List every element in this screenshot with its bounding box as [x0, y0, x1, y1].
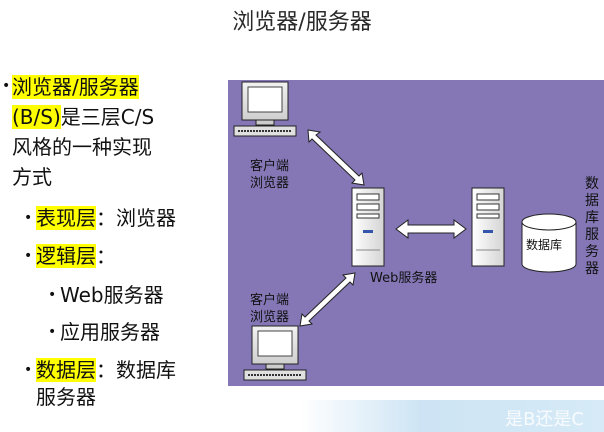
main-bullet-text-2: 风格的一种实现 — [12, 135, 152, 159]
item-data-layer-line-2: 服务器 — [36, 384, 96, 410]
client-top-label: 客户端 浏览器 — [250, 158, 289, 192]
bullet-dot: • — [48, 287, 57, 303]
highlight-browser-server: 浏览器/服务器 — [12, 75, 139, 99]
diagram-graphics — [233, 81, 577, 381]
footer-decoration — [300, 400, 604, 432]
web-server-tower-icon — [351, 187, 385, 267]
page-title: 浏览器/服务器 — [232, 10, 372, 35]
client-computer-bottom-icon — [243, 325, 307, 381]
client-bottom-label: 客户端 浏览器 — [250, 292, 289, 326]
bullet-dot: • — [24, 362, 33, 378]
item-text: 服务器 — [36, 385, 96, 409]
highlight-bs: (B/S) — [12, 105, 61, 129]
highlight-presentation: 表现层 — [36, 206, 96, 230]
sub-item-web-server: Web服务器 — [60, 282, 164, 308]
item-presentation-layer: 表现层：浏览器 — [36, 205, 176, 231]
item-logic-layer: 逻辑层： — [36, 243, 116, 269]
label-line: 客户端 — [250, 293, 290, 308]
bullet-dot: • — [2, 78, 11, 94]
main-bullet-text-3: 方式 — [12, 165, 52, 189]
item-data-layer: 数据层：数据库 — [36, 357, 176, 383]
main-bullet-line-2: (B/S)是三层C/S — [12, 104, 154, 130]
db-server-vertical-label: 数据库服务器 — [585, 176, 599, 277]
bs-architecture-diagram: 客户端 浏览器 客户端 浏览器 Web服务器 数据库 数据库服务器 — [228, 80, 604, 386]
main-bullet-line-3: 风格的一种实现 — [12, 134, 152, 160]
highlight-logic: 逻辑层 — [36, 244, 96, 268]
bullet-dot: • — [48, 324, 57, 340]
item-text: ：数据库 — [96, 358, 176, 382]
arrow-client-bottom-to-web — [299, 272, 356, 327]
main-bullet-line-4: 方式 — [12, 164, 52, 190]
arrow-web-to-db — [395, 219, 467, 239]
main-bullet-text: 是三层C/S — [60, 105, 155, 129]
footer-text: 是B还是C — [505, 409, 584, 430]
sub-item-app-server: 应用服务器 — [60, 319, 160, 345]
db-server-tower-icon — [471, 187, 505, 267]
label-line: 客户端 — [250, 159, 290, 174]
bullet-dot: • — [24, 248, 33, 264]
database-cylinder-icon — [521, 213, 577, 273]
web-server-label: Web服务器 — [370, 271, 438, 286]
item-text: ： — [96, 244, 116, 268]
database-label: 数据库 — [526, 238, 563, 252]
client-computer-top-icon — [233, 81, 297, 137]
highlight-data: 数据层 — [36, 358, 96, 382]
label-line: 浏览器 — [250, 176, 290, 191]
sub-item-text: 应用服务器 — [60, 320, 160, 344]
bullet-dot: • — [24, 210, 33, 226]
sub-item-text: Web服务器 — [60, 283, 164, 307]
main-bullet-line-1: 浏览器/服务器 — [12, 74, 139, 100]
label-line: 浏览器 — [250, 310, 290, 325]
arrow-client-top-to-web — [307, 129, 365, 186]
item-text: ：浏览器 — [96, 206, 176, 230]
